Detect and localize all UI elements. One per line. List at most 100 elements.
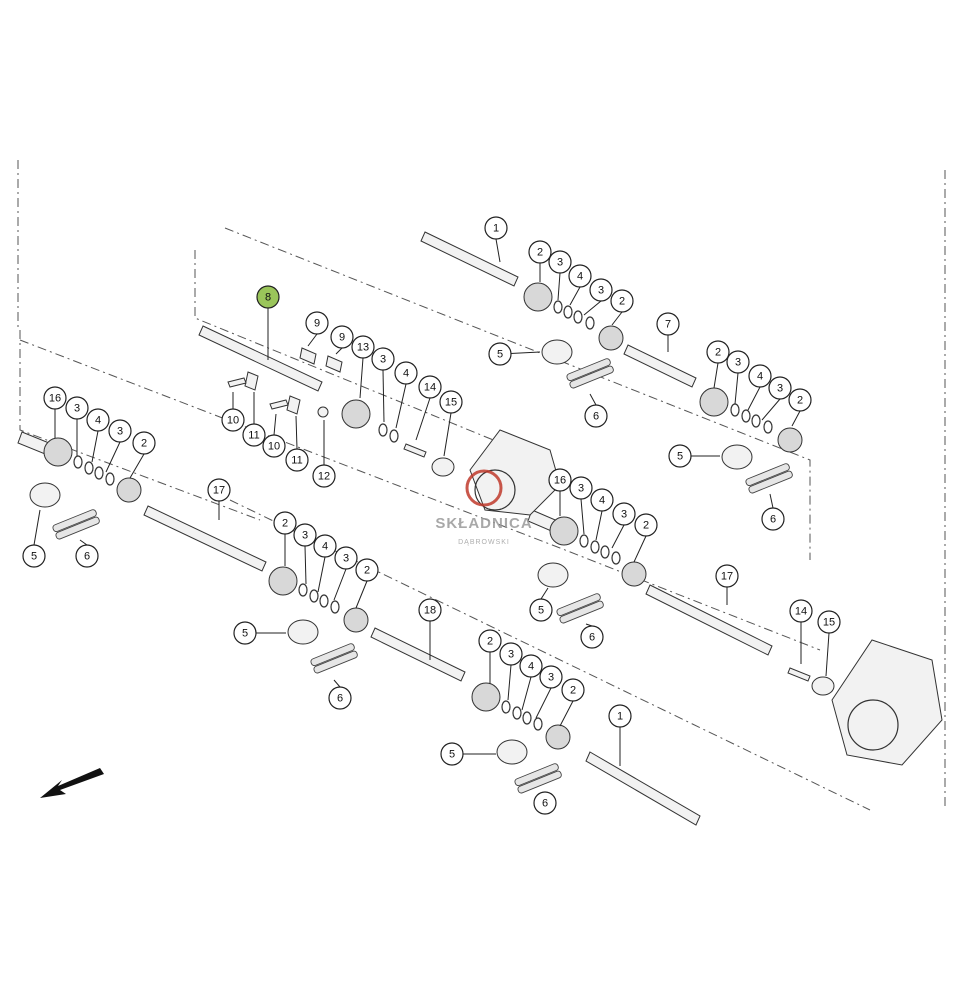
shaft-1-bottom[interactable] — [585, 751, 701, 826]
sprocket[interactable] — [549, 516, 579, 546]
callout-3[interactable]: 3 — [105, 419, 132, 473]
callout-4[interactable]: 4 — [86, 408, 110, 463]
sprocket[interactable] — [598, 325, 624, 351]
callout-5[interactable]: 5 — [440, 742, 496, 766]
shaft-1-top[interactable] — [420, 231, 519, 287]
bushing[interactable] — [496, 739, 528, 765]
lever-9[interactable] — [299, 347, 317, 365]
bushing[interactable] — [537, 562, 569, 588]
callout-3[interactable]: 3 — [371, 347, 395, 423]
callout-2[interactable]: 2 — [528, 240, 552, 282]
bolt-14[interactable] — [787, 667, 811, 682]
callout-7[interactable]: 7 — [656, 312, 680, 352]
shaft-17-right[interactable] — [645, 584, 773, 656]
bushing[interactable] — [721, 444, 753, 470]
callout-2[interactable]: 2 — [273, 511, 297, 566]
callout-9[interactable]: 9 — [330, 325, 354, 355]
callout-1[interactable]: 1 — [608, 704, 632, 766]
callout-4[interactable]: 4 — [394, 361, 418, 429]
callout-6[interactable]: 6 — [533, 791, 557, 815]
sprocket[interactable] — [699, 387, 729, 417]
callout-3[interactable]: 3 — [333, 546, 358, 601]
callout-6[interactable]: 6 — [580, 623, 604, 649]
callout-4[interactable]: 4 — [519, 654, 543, 711]
nut-12[interactable] — [317, 406, 329, 418]
sprocket[interactable] — [523, 282, 553, 312]
shaft-18[interactable] — [370, 627, 466, 682]
callout-14[interactable]: 14 — [789, 599, 813, 664]
sprocket[interactable] — [545, 724, 571, 750]
callout-17[interactable]: 17 — [207, 478, 231, 520]
callout-3[interactable]: 3 — [499, 642, 523, 701]
callout-3[interactable]: 3 — [65, 396, 89, 456]
lever-9[interactable] — [325, 355, 343, 373]
callout-6[interactable]: 6 — [75, 539, 99, 568]
callout-2[interactable]: 2 — [559, 678, 585, 727]
callout-3[interactable]: 3 — [548, 250, 572, 301]
callout-15[interactable]: 15 — [817, 610, 841, 677]
bushing-15[interactable] — [811, 676, 835, 696]
sprocket[interactable] — [268, 566, 298, 596]
bushing-15[interactable] — [431, 457, 455, 477]
callout-3[interactable]: 3 — [583, 278, 613, 316]
callout-3[interactable]: 3 — [611, 502, 636, 549]
callout-17[interactable]: 17 — [715, 564, 739, 605]
callout-18[interactable]: 18 — [418, 598, 442, 660]
gearbox-lower[interactable] — [831, 639, 943, 766]
callout-3[interactable]: 3 — [293, 523, 317, 585]
shaft-7[interactable] — [623, 344, 697, 388]
bolt-14[interactable] — [403, 443, 427, 458]
callout-2[interactable]: 2 — [129, 431, 156, 479]
callout-16[interactable]: 16 — [43, 386, 67, 438]
callout-2[interactable]: 2 — [633, 513, 658, 563]
shaft-17-left[interactable] — [143, 505, 267, 572]
callout-9[interactable]: 9 — [305, 311, 329, 347]
callout-11[interactable]: 11 — [285, 415, 309, 472]
sprocket[interactable] — [43, 437, 73, 467]
bracket-11[interactable] — [244, 371, 259, 391]
callout-5[interactable]: 5 — [529, 587, 553, 622]
callout-2[interactable]: 2 — [706, 340, 730, 389]
callout-2[interactable]: 2 — [788, 388, 812, 427]
callout-2[interactable]: 2 — [478, 629, 502, 684]
callout-5[interactable]: 5 — [22, 509, 46, 568]
sprocket[interactable] — [471, 682, 501, 712]
sprocket[interactable] — [343, 607, 369, 633]
callout-4[interactable]: 4 — [747, 364, 772, 411]
callout-10[interactable]: 10 — [221, 392, 245, 432]
callout-16[interactable]: 16 — [548, 468, 572, 516]
callout-11[interactable]: 11 — [242, 392, 266, 447]
callout-15[interactable]: 15 — [439, 390, 463, 457]
callout-1[interactable]: 1 — [484, 216, 508, 263]
callout-3[interactable]: 3 — [569, 476, 593, 535]
callout-10[interactable]: 10 — [262, 413, 286, 458]
bushing[interactable] — [29, 482, 61, 508]
callout-4[interactable]: 4 — [313, 534, 337, 593]
bracket-11[interactable] — [286, 395, 301, 415]
shaft-8[interactable] — [198, 325, 323, 392]
callout-4[interactable]: 4 — [568, 264, 592, 306]
callout-14[interactable]: 14 — [415, 375, 442, 441]
callout-2[interactable]: 2 — [355, 558, 379, 609]
callout-6[interactable]: 6 — [584, 393, 608, 428]
callout-8[interactable]: 8 — [256, 285, 280, 360]
callout-6[interactable]: 6 — [761, 493, 785, 531]
sprocket[interactable] — [116, 477, 142, 503]
callout-12[interactable]: 12 — [312, 420, 336, 488]
callout-3[interactable]: 3 — [535, 665, 563, 719]
callout-6[interactable]: 6 — [328, 679, 352, 710]
callout-4[interactable]: 4 — [590, 488, 614, 541]
callout-5[interactable]: 5 — [668, 444, 720, 468]
callout-2[interactable]: 2 — [610, 289, 634, 326]
bushing[interactable] — [541, 339, 573, 365]
bolt-10[interactable] — [269, 399, 289, 410]
callout-3[interactable]: 3 — [761, 376, 792, 421]
sprocket[interactable] — [621, 561, 647, 587]
callout-3[interactable]: 3 — [726, 350, 750, 405]
coupling-13[interactable] — [341, 399, 371, 429]
bolt-10[interactable] — [227, 377, 247, 388]
callout-5[interactable]: 5 — [488, 342, 541, 366]
bushing[interactable] — [287, 619, 319, 645]
sprocket[interactable] — [777, 427, 803, 453]
callout-5[interactable]: 5 — [233, 621, 286, 645]
